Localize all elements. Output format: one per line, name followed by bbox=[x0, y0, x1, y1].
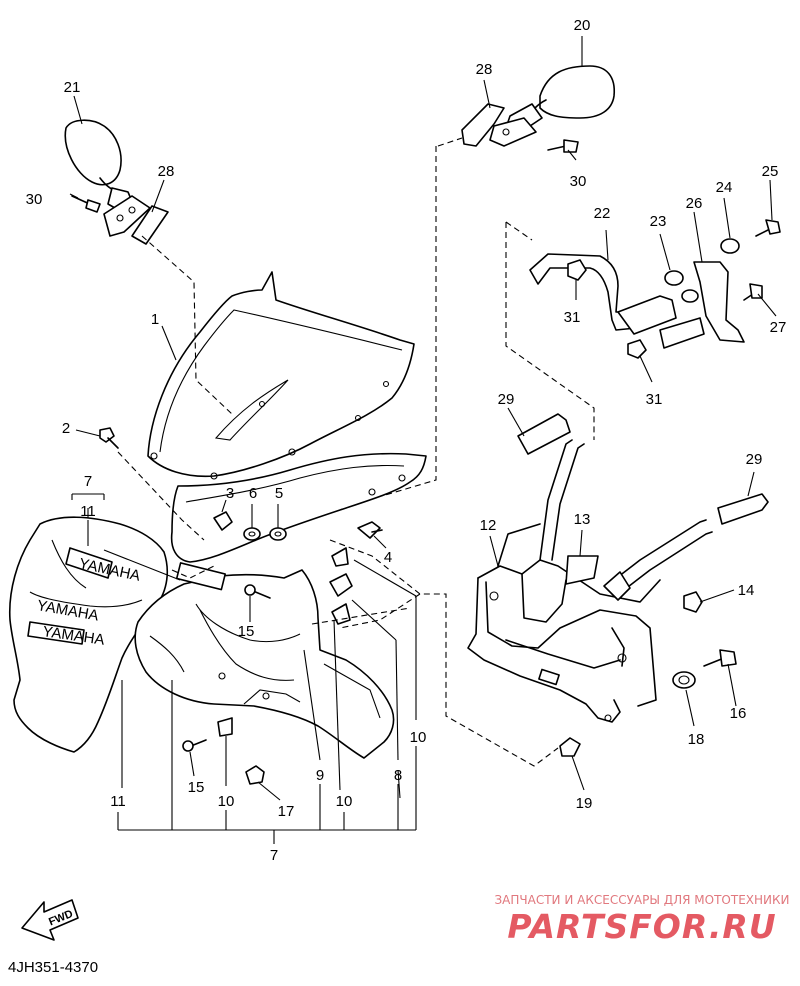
label-10-middle: 10 bbox=[336, 793, 353, 810]
label-13: 13 bbox=[574, 511, 591, 528]
label-24: 24 bbox=[716, 179, 733, 196]
label-12: 12 bbox=[480, 517, 497, 534]
leader-lines bbox=[69, 36, 777, 844]
bracket-29-b bbox=[717, 493, 769, 525]
screw-15-a bbox=[244, 584, 271, 599]
label-31-upper: 31 bbox=[564, 309, 581, 326]
grommet-3 bbox=[213, 511, 233, 531]
clip-10-c bbox=[331, 603, 351, 625]
diagram-code: 4JH351-4370 bbox=[8, 959, 98, 976]
label-10-right: 10 bbox=[410, 729, 427, 746]
plate-13 bbox=[565, 555, 599, 585]
label-2: 2 bbox=[62, 420, 70, 437]
label-6: 6 bbox=[249, 485, 257, 502]
cowling-stay bbox=[467, 439, 713, 723]
screw-15-b bbox=[182, 739, 207, 752]
label-27: 27 bbox=[770, 319, 787, 336]
bolt-25 bbox=[755, 219, 781, 237]
label-15-upper: 15 bbox=[238, 623, 255, 640]
label-29-right: 29 bbox=[746, 451, 763, 468]
side-cowling bbox=[8, 516, 169, 753]
part-labels: 1 2 3 4 5 6 7 11 7 8 9 10 10 10 11 12 13… bbox=[26, 17, 787, 864]
label-16: 16 bbox=[730, 705, 747, 722]
label-19: 19 bbox=[576, 795, 593, 812]
collar-24 bbox=[720, 238, 740, 254]
label-15-lower: 15 bbox=[188, 779, 205, 796]
label-10-left: 10 bbox=[218, 793, 235, 810]
damper-18 bbox=[672, 671, 696, 689]
left-mirror bbox=[64, 119, 151, 237]
label-26: 26 bbox=[686, 195, 703, 212]
screw-19 bbox=[559, 737, 581, 757]
label-28-left: 28 bbox=[158, 163, 175, 180]
label-29-left: 29 bbox=[498, 391, 515, 408]
watermark-tagline: ЗАПЧАСТИ И АКСЕССУАРЫ ДЛЯ МОТОТЕХНИКИ bbox=[494, 893, 789, 907]
clip-10-a bbox=[331, 547, 349, 567]
stay-bracket-26 bbox=[693, 261, 745, 343]
left-mirror-gasket bbox=[131, 205, 169, 245]
label-7-top: 7 bbox=[84, 473, 92, 490]
label-3: 3 bbox=[226, 485, 234, 502]
bolt-27 bbox=[743, 283, 763, 301]
bolt-16 bbox=[703, 649, 737, 667]
label-1: 1 bbox=[151, 311, 159, 328]
screw-4 bbox=[357, 521, 383, 539]
label-18: 18 bbox=[688, 731, 705, 748]
assembly-lines bbox=[117, 137, 595, 767]
lower-cowling bbox=[134, 562, 395, 759]
collar-14 bbox=[683, 591, 703, 613]
nut-31-a bbox=[567, 259, 587, 281]
label-23: 23 bbox=[650, 213, 667, 230]
label-7-bottom: 7 bbox=[270, 847, 278, 864]
clip-10-b bbox=[329, 573, 353, 597]
upper-cowling-inner bbox=[170, 452, 427, 563]
label-21: 21 bbox=[64, 79, 81, 96]
label-9: 9 bbox=[316, 767, 324, 784]
label-30-right: 30 bbox=[570, 173, 587, 190]
nut-17 bbox=[245, 765, 265, 785]
forward-arrow-icon: FWD bbox=[21, 899, 79, 941]
nut-31-b bbox=[627, 339, 647, 359]
watermark-brand: PARTSFOR.RU bbox=[507, 907, 776, 946]
windshield-screw bbox=[99, 427, 119, 449]
label-25: 25 bbox=[762, 163, 779, 180]
right-mirror bbox=[489, 65, 615, 147]
label-17: 17 bbox=[278, 803, 295, 820]
clip-10-d bbox=[217, 717, 233, 737]
label-4: 4 bbox=[384, 549, 392, 566]
label-5: 5 bbox=[275, 485, 283, 502]
right-mirror-screw bbox=[547, 139, 579, 153]
label-8: 8 bbox=[394, 767, 402, 784]
washer-6 bbox=[243, 527, 261, 541]
watermark: ЗАПЧАСТИ И АКСЕССУАРЫ ДЛЯ МОТОТЕХНИКИ PA… bbox=[494, 893, 789, 946]
label-30-left: 30 bbox=[26, 191, 43, 208]
label-31-lower: 31 bbox=[646, 391, 663, 408]
nut-5 bbox=[269, 527, 287, 541]
mirror-stay bbox=[529, 253, 705, 349]
label-11-top: 11 bbox=[80, 503, 96, 520]
bracket-29-a bbox=[517, 413, 571, 455]
label-22: 22 bbox=[594, 205, 611, 222]
label-11-bottom: 11 bbox=[110, 793, 126, 810]
left-mirror-screw bbox=[71, 195, 101, 213]
label-28-right: 28 bbox=[476, 61, 493, 78]
label-14: 14 bbox=[738, 582, 755, 599]
right-mirror-gasket bbox=[461, 103, 505, 147]
label-20: 20 bbox=[574, 17, 591, 34]
windshield bbox=[147, 271, 415, 480]
damper-23 bbox=[664, 270, 699, 303]
